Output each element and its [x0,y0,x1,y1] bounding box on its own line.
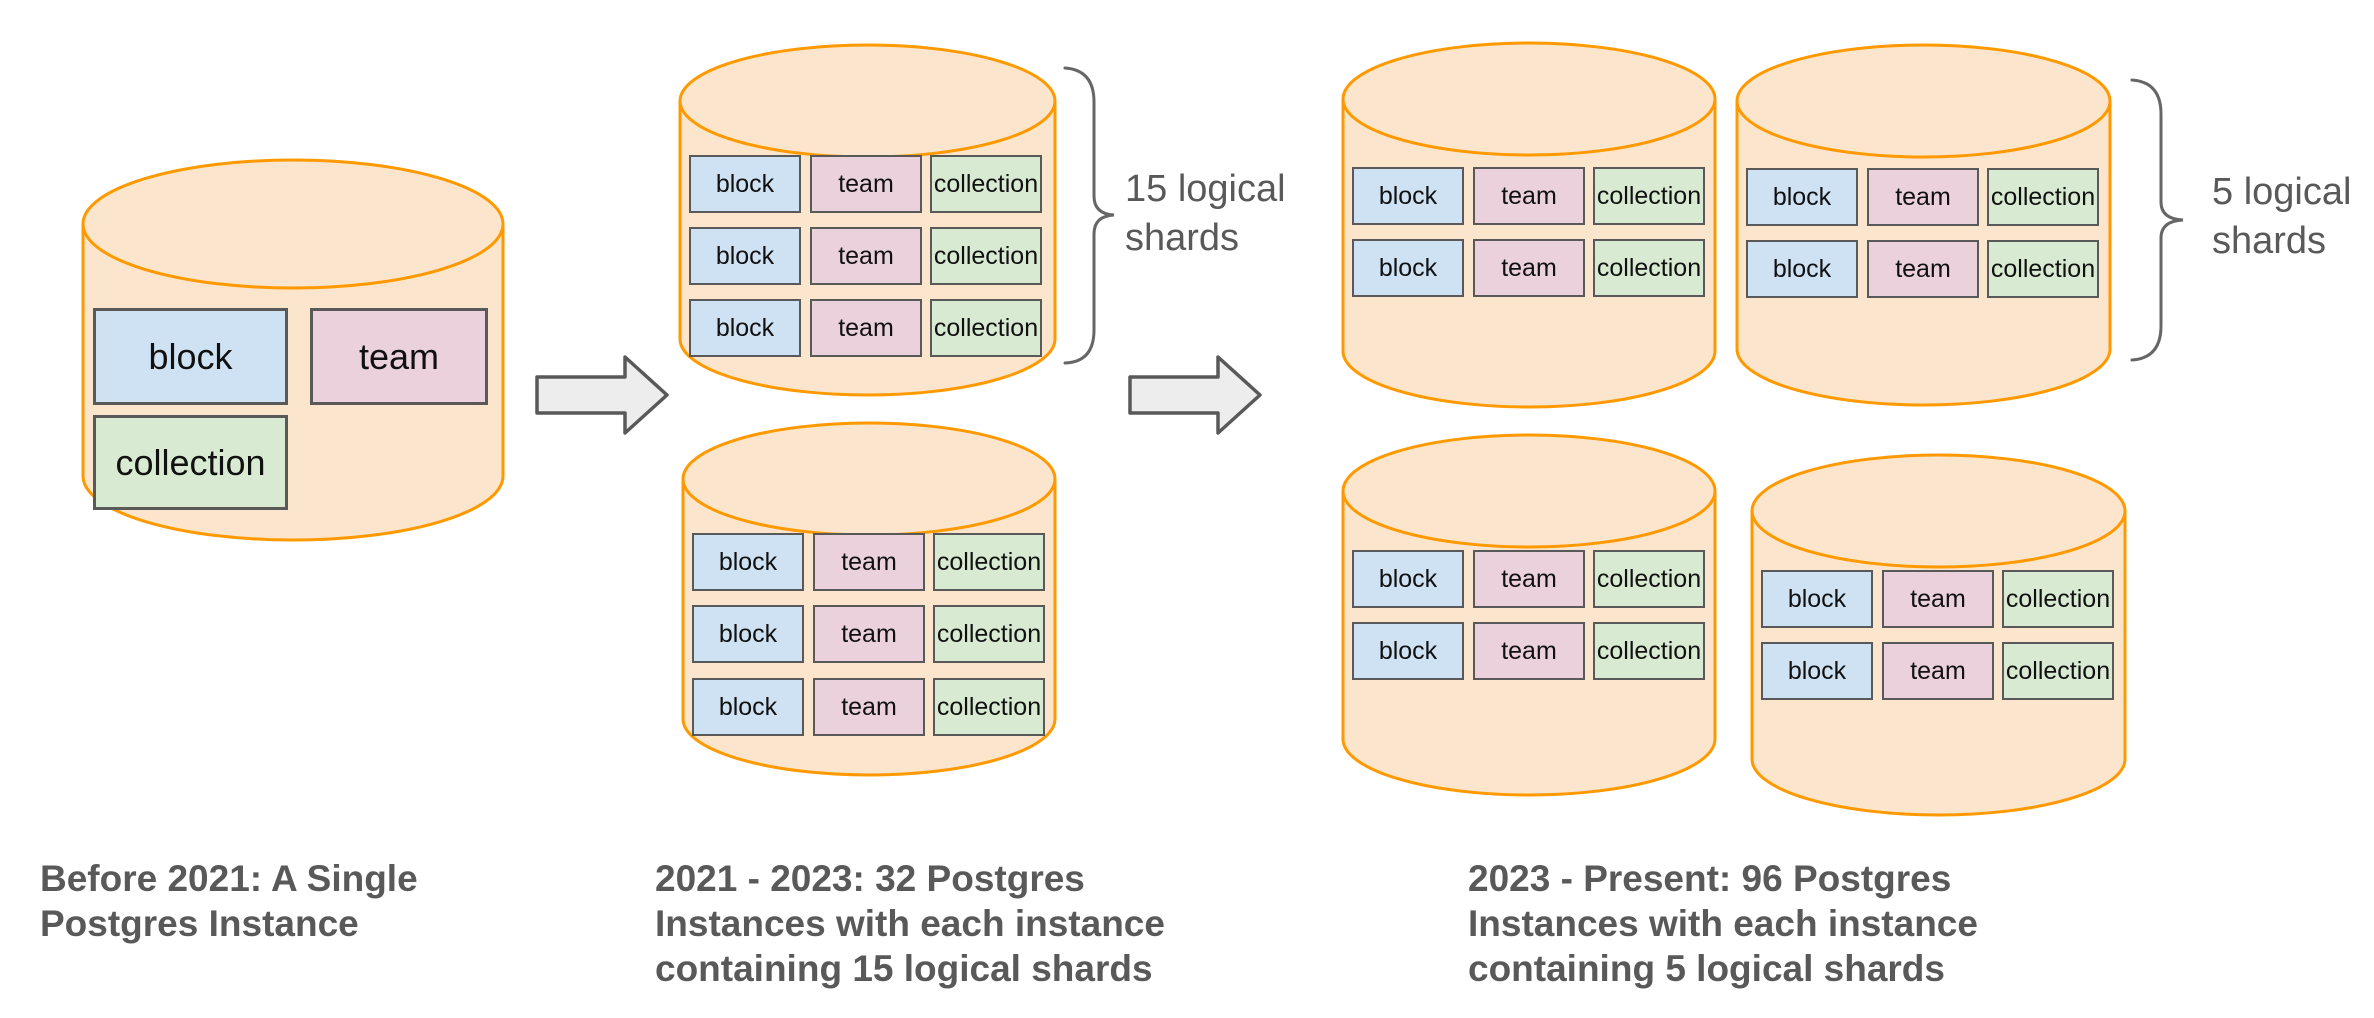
caption-line: 2023 - Present: 96 Postgres [1468,858,1952,899]
table-box-team: team [810,299,922,357]
table-box-team: team [813,605,925,663]
table-box-block: block [1761,570,1873,628]
table-box-block: block [1352,622,1464,680]
shard-label-line: shards [1125,217,1240,259]
cylinder-top-ellipse [1341,41,1717,157]
shard-label-line: 5 logical [2212,171,2352,213]
table-box-block: block [689,299,801,357]
caption-line: Before 2021: A Single [40,858,418,899]
table-box-block: block [692,678,804,736]
right-arrow-icon [535,355,669,435]
cylinder-top-ellipse [1750,453,2127,569]
stage-caption-2021-2023: 2021 - 2023: 32 Postgres Instances with … [655,856,1165,991]
table-box-collection: collection [933,605,1045,663]
table-box-team: team [813,678,925,736]
table-box-block: block [1761,642,1873,700]
table-box-collection: collection [1593,167,1705,225]
shard-label-line: 15 logical [1125,168,1286,210]
table-box-team: team [1867,168,1979,226]
caption-line: 2021 - 2023: 32 Postgres [655,858,1085,899]
right-arrow-icon [1128,355,1262,435]
table-box-team: team [1882,570,1994,628]
table-box-block: block [692,605,804,663]
table-box-collection: collection [933,678,1045,736]
table-box-team: team [1473,239,1585,297]
table-box-collection: collection [1593,239,1705,297]
table-box-collection: collection [2002,570,2114,628]
table-box-team: team [813,533,925,591]
table-box-team: team [310,308,488,405]
table-box-collection: collection [930,155,1042,213]
table-box-team: team [1473,550,1585,608]
table-box-block: block [689,155,801,213]
cylinder-top-ellipse [1735,43,2112,159]
table-box-team: team [1882,642,1994,700]
shard-count-label-5: 5 logical shards [2212,168,2351,266]
stage-caption-before-2021: Before 2021: A Single Postgres Instance [40,856,418,946]
table-box-block: block [1746,168,1858,226]
cylinder-top-ellipse [81,158,505,290]
table-box-block: block [93,308,288,405]
table-box-block: block [1352,167,1464,225]
table-box-block: block [689,227,801,285]
cylinder-top-ellipse [1341,433,1717,549]
table-box-block: block [1746,240,1858,298]
table-box-team: team [1867,240,1979,298]
table-box-collection: collection [1987,240,2099,298]
caption-line: Instances with each instance [1468,903,1978,944]
table-box-team: team [810,155,922,213]
stage-caption-2023-present: 2023 - Present: 96 Postgres Instances wi… [1468,856,1978,991]
table-box-collection: collection [1593,622,1705,680]
table-box-collection: collection [1593,550,1705,608]
caption-line: Postgres Instance [40,903,359,944]
table-box-collection: collection [930,227,1042,285]
table-box-collection: collection [93,415,288,510]
table-box-collection: collection [2002,642,2114,700]
table-box-block: block [692,533,804,591]
brace-15-shards [1063,66,1115,365]
shard-label-line: shards [2212,220,2327,262]
brace-5-shards [2130,78,2184,362]
table-box-collection: collection [933,533,1045,591]
table-box-block: block [1352,550,1464,608]
shard-count-label-15: 15 logical shards [1125,165,1286,263]
table-box-collection: collection [1987,168,2099,226]
table-box-team: team [1473,622,1585,680]
caption-line: containing 5 logical shards [1468,948,1945,989]
table-box-team: team [1473,167,1585,225]
table-box-team: team [810,227,922,285]
table-box-collection: collection [930,299,1042,357]
caption-line: Instances with each instance [655,903,1165,944]
caption-line: containing 15 logical shards [655,948,1153,989]
table-box-block: block [1352,239,1464,297]
